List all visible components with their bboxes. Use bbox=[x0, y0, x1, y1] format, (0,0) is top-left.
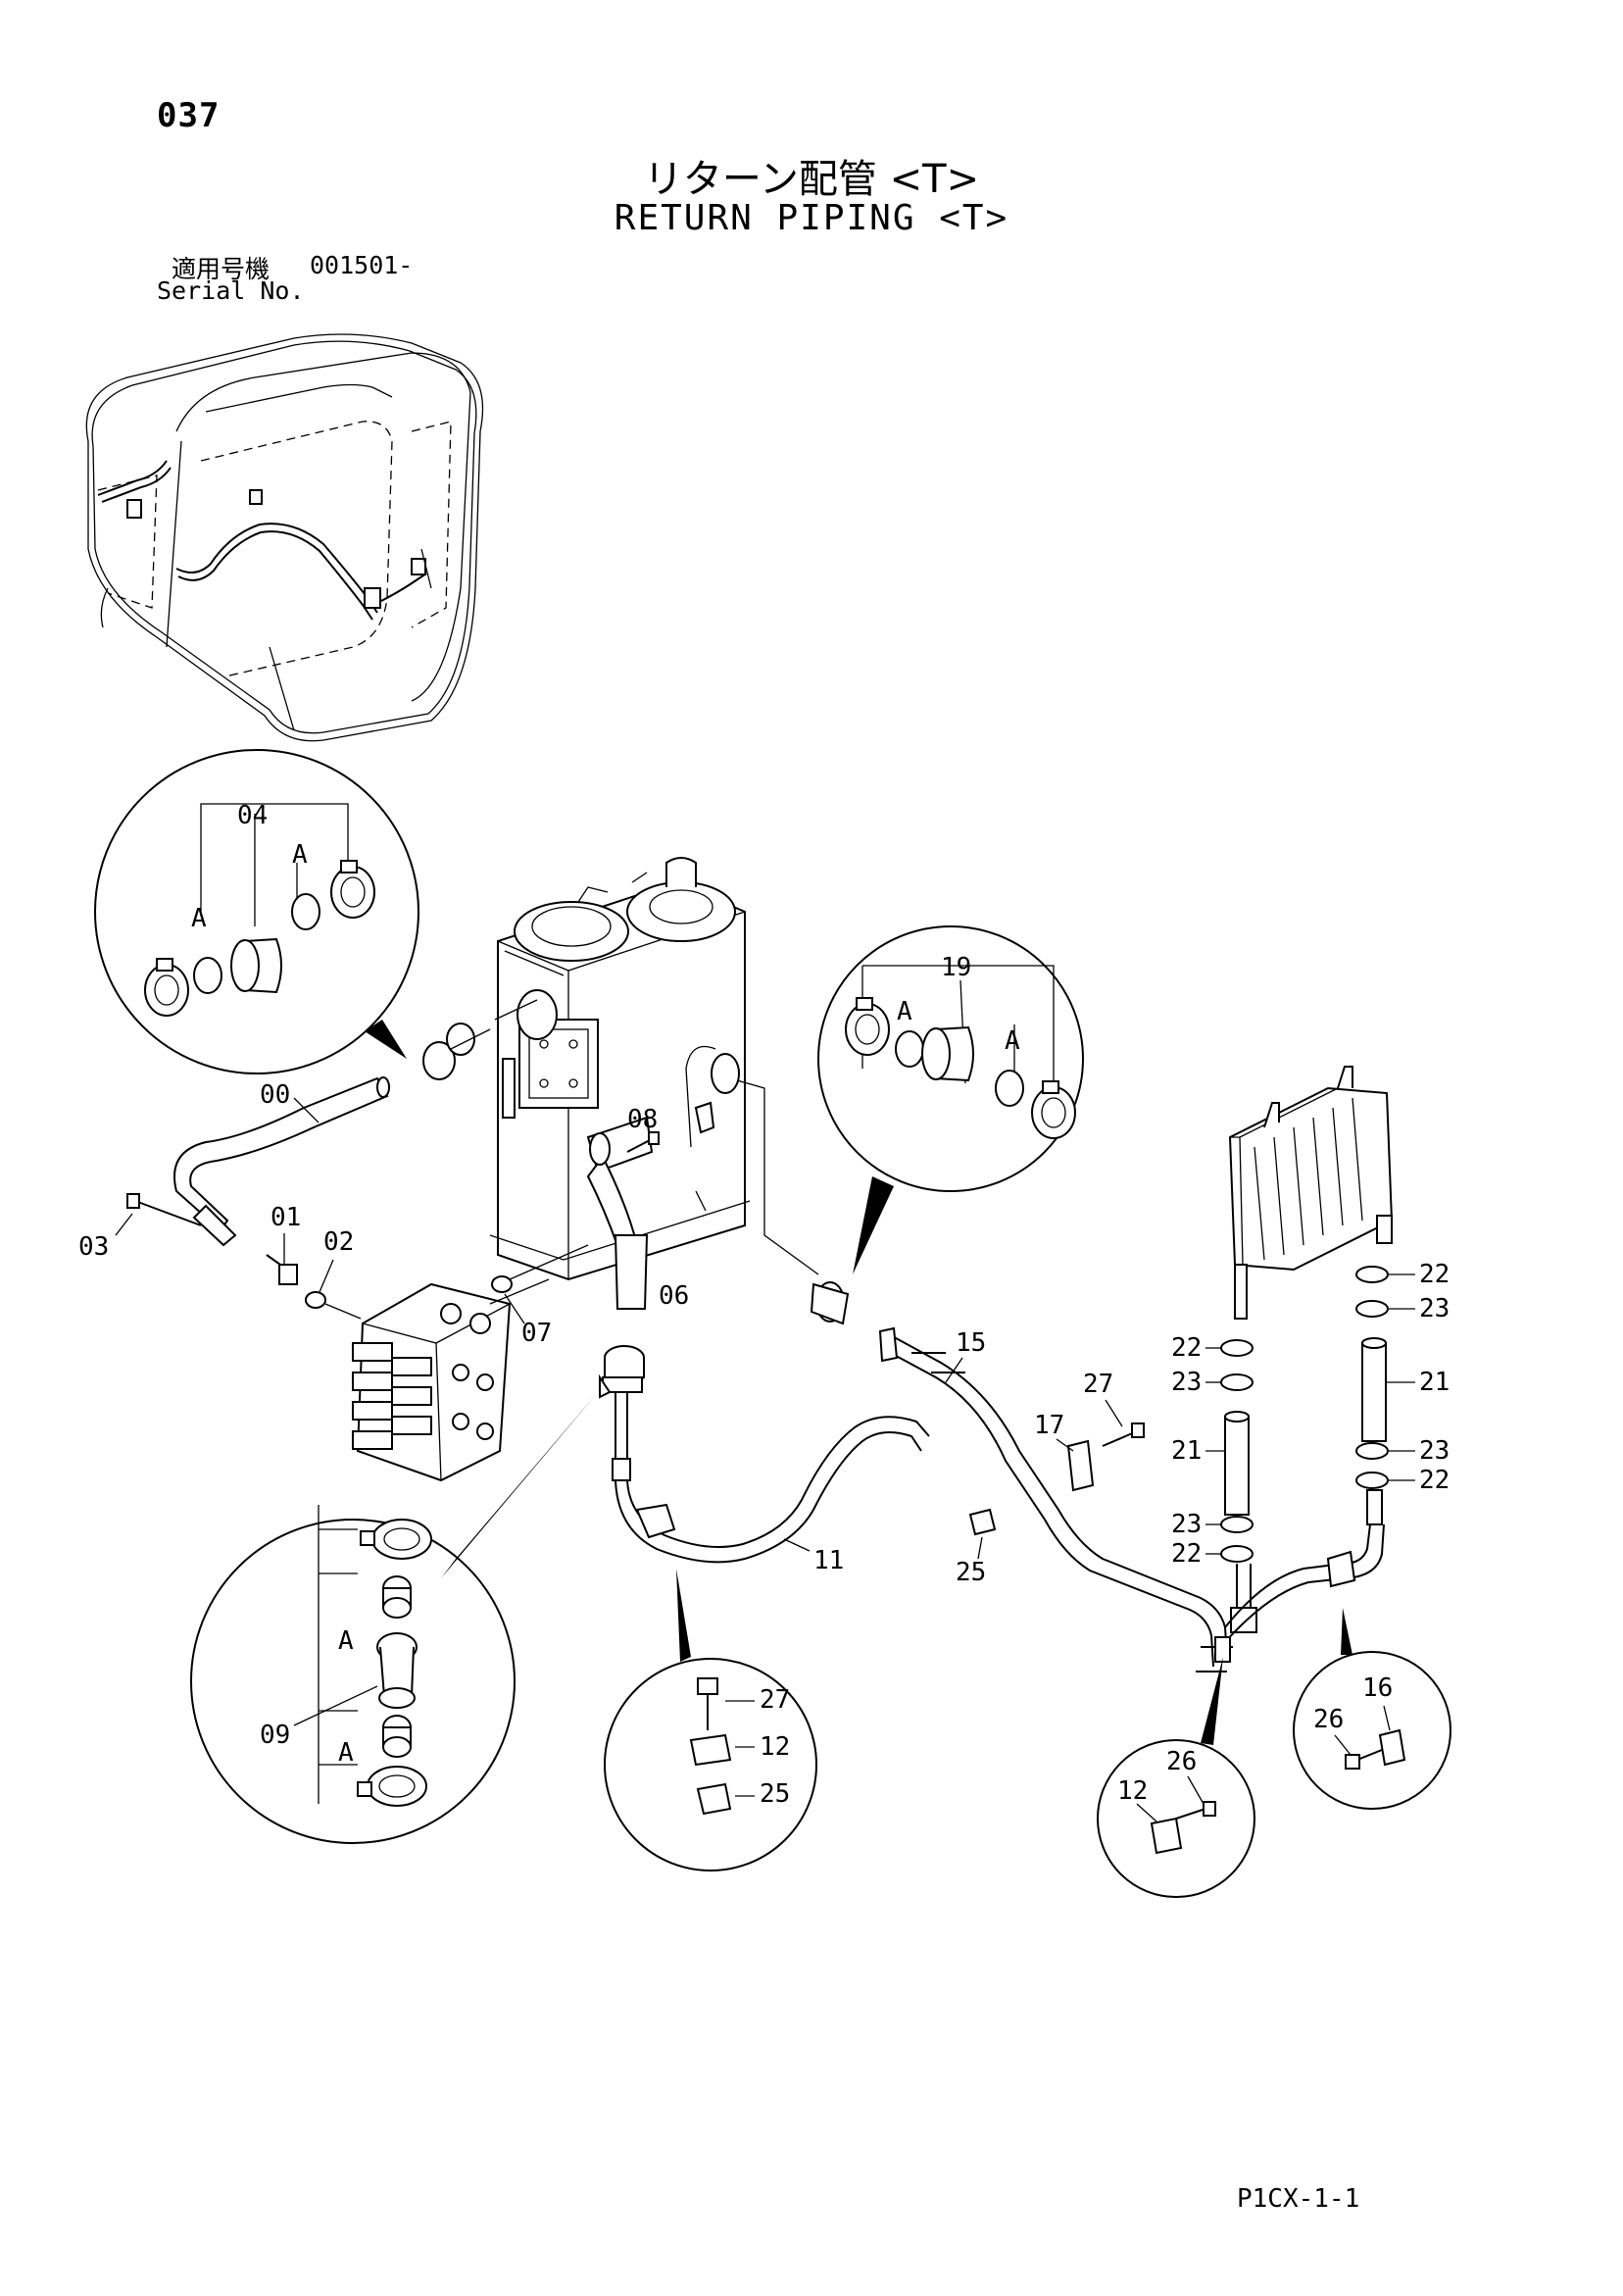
detail-circle-09: A A 09 bbox=[190, 1392, 598, 1844]
callout-16: 16 bbox=[1362, 1673, 1393, 1703]
callout-23-a: 23 bbox=[1419, 1294, 1450, 1323]
page-title-jp: リターン配管 <T> bbox=[643, 157, 980, 202]
callout-11: 11 bbox=[813, 1546, 844, 1575]
detail-circle-27-12-25: 27 12 25 bbox=[604, 1569, 817, 1872]
label-a-3: A bbox=[338, 1626, 354, 1656]
callout-26-a: 26 bbox=[1166, 1747, 1197, 1776]
label-a-4: A bbox=[338, 1738, 354, 1768]
connector-01: 01 bbox=[266, 1203, 301, 1285]
detail-circle-19: 19 A A bbox=[817, 925, 1084, 1274]
callout-23-d: 23 bbox=[1171, 1510, 1202, 1539]
hose-00: 00 bbox=[173, 1023, 491, 1247]
callout-01: 01 bbox=[270, 1203, 301, 1232]
control-valve-illustration bbox=[352, 1278, 550, 1482]
serial-label-en: Serial No. bbox=[157, 276, 305, 305]
cab-overview-illustration bbox=[85, 333, 484, 742]
detail-circle-12-26: 12 26 bbox=[1097, 1657, 1255, 1898]
callout-27-b: 27 bbox=[760, 1685, 790, 1715]
callout-23-b: 23 bbox=[1419, 1436, 1450, 1466]
tube-11: 11 bbox=[612, 1391, 930, 1575]
hydraulic-tank-illustration bbox=[489, 857, 751, 1281]
callout-22-a: 22 bbox=[1419, 1260, 1450, 1289]
drawing-code: P1CX-1-1 bbox=[1237, 2184, 1360, 2214]
callout-07: 07 bbox=[521, 1319, 552, 1348]
o-ring-02: 02 bbox=[305, 1227, 362, 1320]
tube-15: 15 bbox=[685, 1045, 1228, 1668]
elbow-06: 06 bbox=[614, 1234, 689, 1311]
bolt-08: 08 bbox=[626, 1105, 660, 1153]
callout-21-b: 21 bbox=[1171, 1436, 1202, 1466]
callout-25-b: 25 bbox=[760, 1779, 790, 1809]
callout-25-a: 25 bbox=[956, 1558, 986, 1587]
callout-06: 06 bbox=[659, 1281, 689, 1311]
callout-27-a: 27 bbox=[1083, 1370, 1113, 1399]
callout-23-c: 23 bbox=[1171, 1368, 1202, 1397]
bolt-03: 03 bbox=[78, 1193, 202, 1262]
clamp-17: 17 27 bbox=[1034, 1370, 1145, 1492]
label-a-1: A bbox=[191, 904, 207, 933]
callout-09: 09 bbox=[260, 1721, 290, 1750]
callout-12-a: 12 bbox=[760, 1732, 790, 1762]
callout-17: 17 bbox=[1034, 1411, 1064, 1440]
hose-21-left: 22 23 21 23 22 bbox=[1171, 1333, 1254, 1569]
callout-03: 03 bbox=[78, 1232, 109, 1262]
clip-25: 25 bbox=[956, 1508, 997, 1587]
callout-15: 15 bbox=[956, 1328, 986, 1358]
callout-21-a: 21 bbox=[1419, 1368, 1450, 1397]
callout-22-d: 22 bbox=[1171, 1539, 1202, 1569]
page-title-en: RETURN PIPING <T> bbox=[614, 198, 1009, 238]
label-a-5: A bbox=[897, 997, 912, 1026]
callout-08: 08 bbox=[627, 1105, 658, 1134]
detail-circle-16-26: 16 26 bbox=[1293, 1608, 1451, 1810]
page-number: 037 bbox=[157, 96, 221, 135]
label-a-2: A bbox=[292, 840, 308, 870]
return-pipe-cooler bbox=[1196, 1523, 1385, 1672]
callout-04: 04 bbox=[237, 801, 268, 830]
hose-21-right: 22 23 21 23 22 bbox=[1355, 1260, 1450, 1525]
union-fitting bbox=[599, 1345, 645, 1399]
detail-circle-04: 04 A A bbox=[94, 749, 419, 1074]
o-ring-07: 07 bbox=[491, 1244, 589, 1348]
callout-26-b: 26 bbox=[1313, 1705, 1344, 1734]
serial-value: 001501- bbox=[310, 251, 414, 279]
callout-22-c: 22 bbox=[1171, 1333, 1202, 1363]
oil-cooler-illustration bbox=[1228, 1066, 1394, 1320]
callout-22-b: 22 bbox=[1419, 1466, 1450, 1495]
callout-19: 19 bbox=[941, 953, 971, 982]
serial-label-jp: 適用号機 bbox=[172, 255, 270, 283]
label-a-6: A bbox=[1005, 1026, 1020, 1056]
callout-02: 02 bbox=[323, 1227, 354, 1257]
callout-00: 00 bbox=[260, 1080, 290, 1110]
callout-12-b: 12 bbox=[1117, 1776, 1148, 1806]
